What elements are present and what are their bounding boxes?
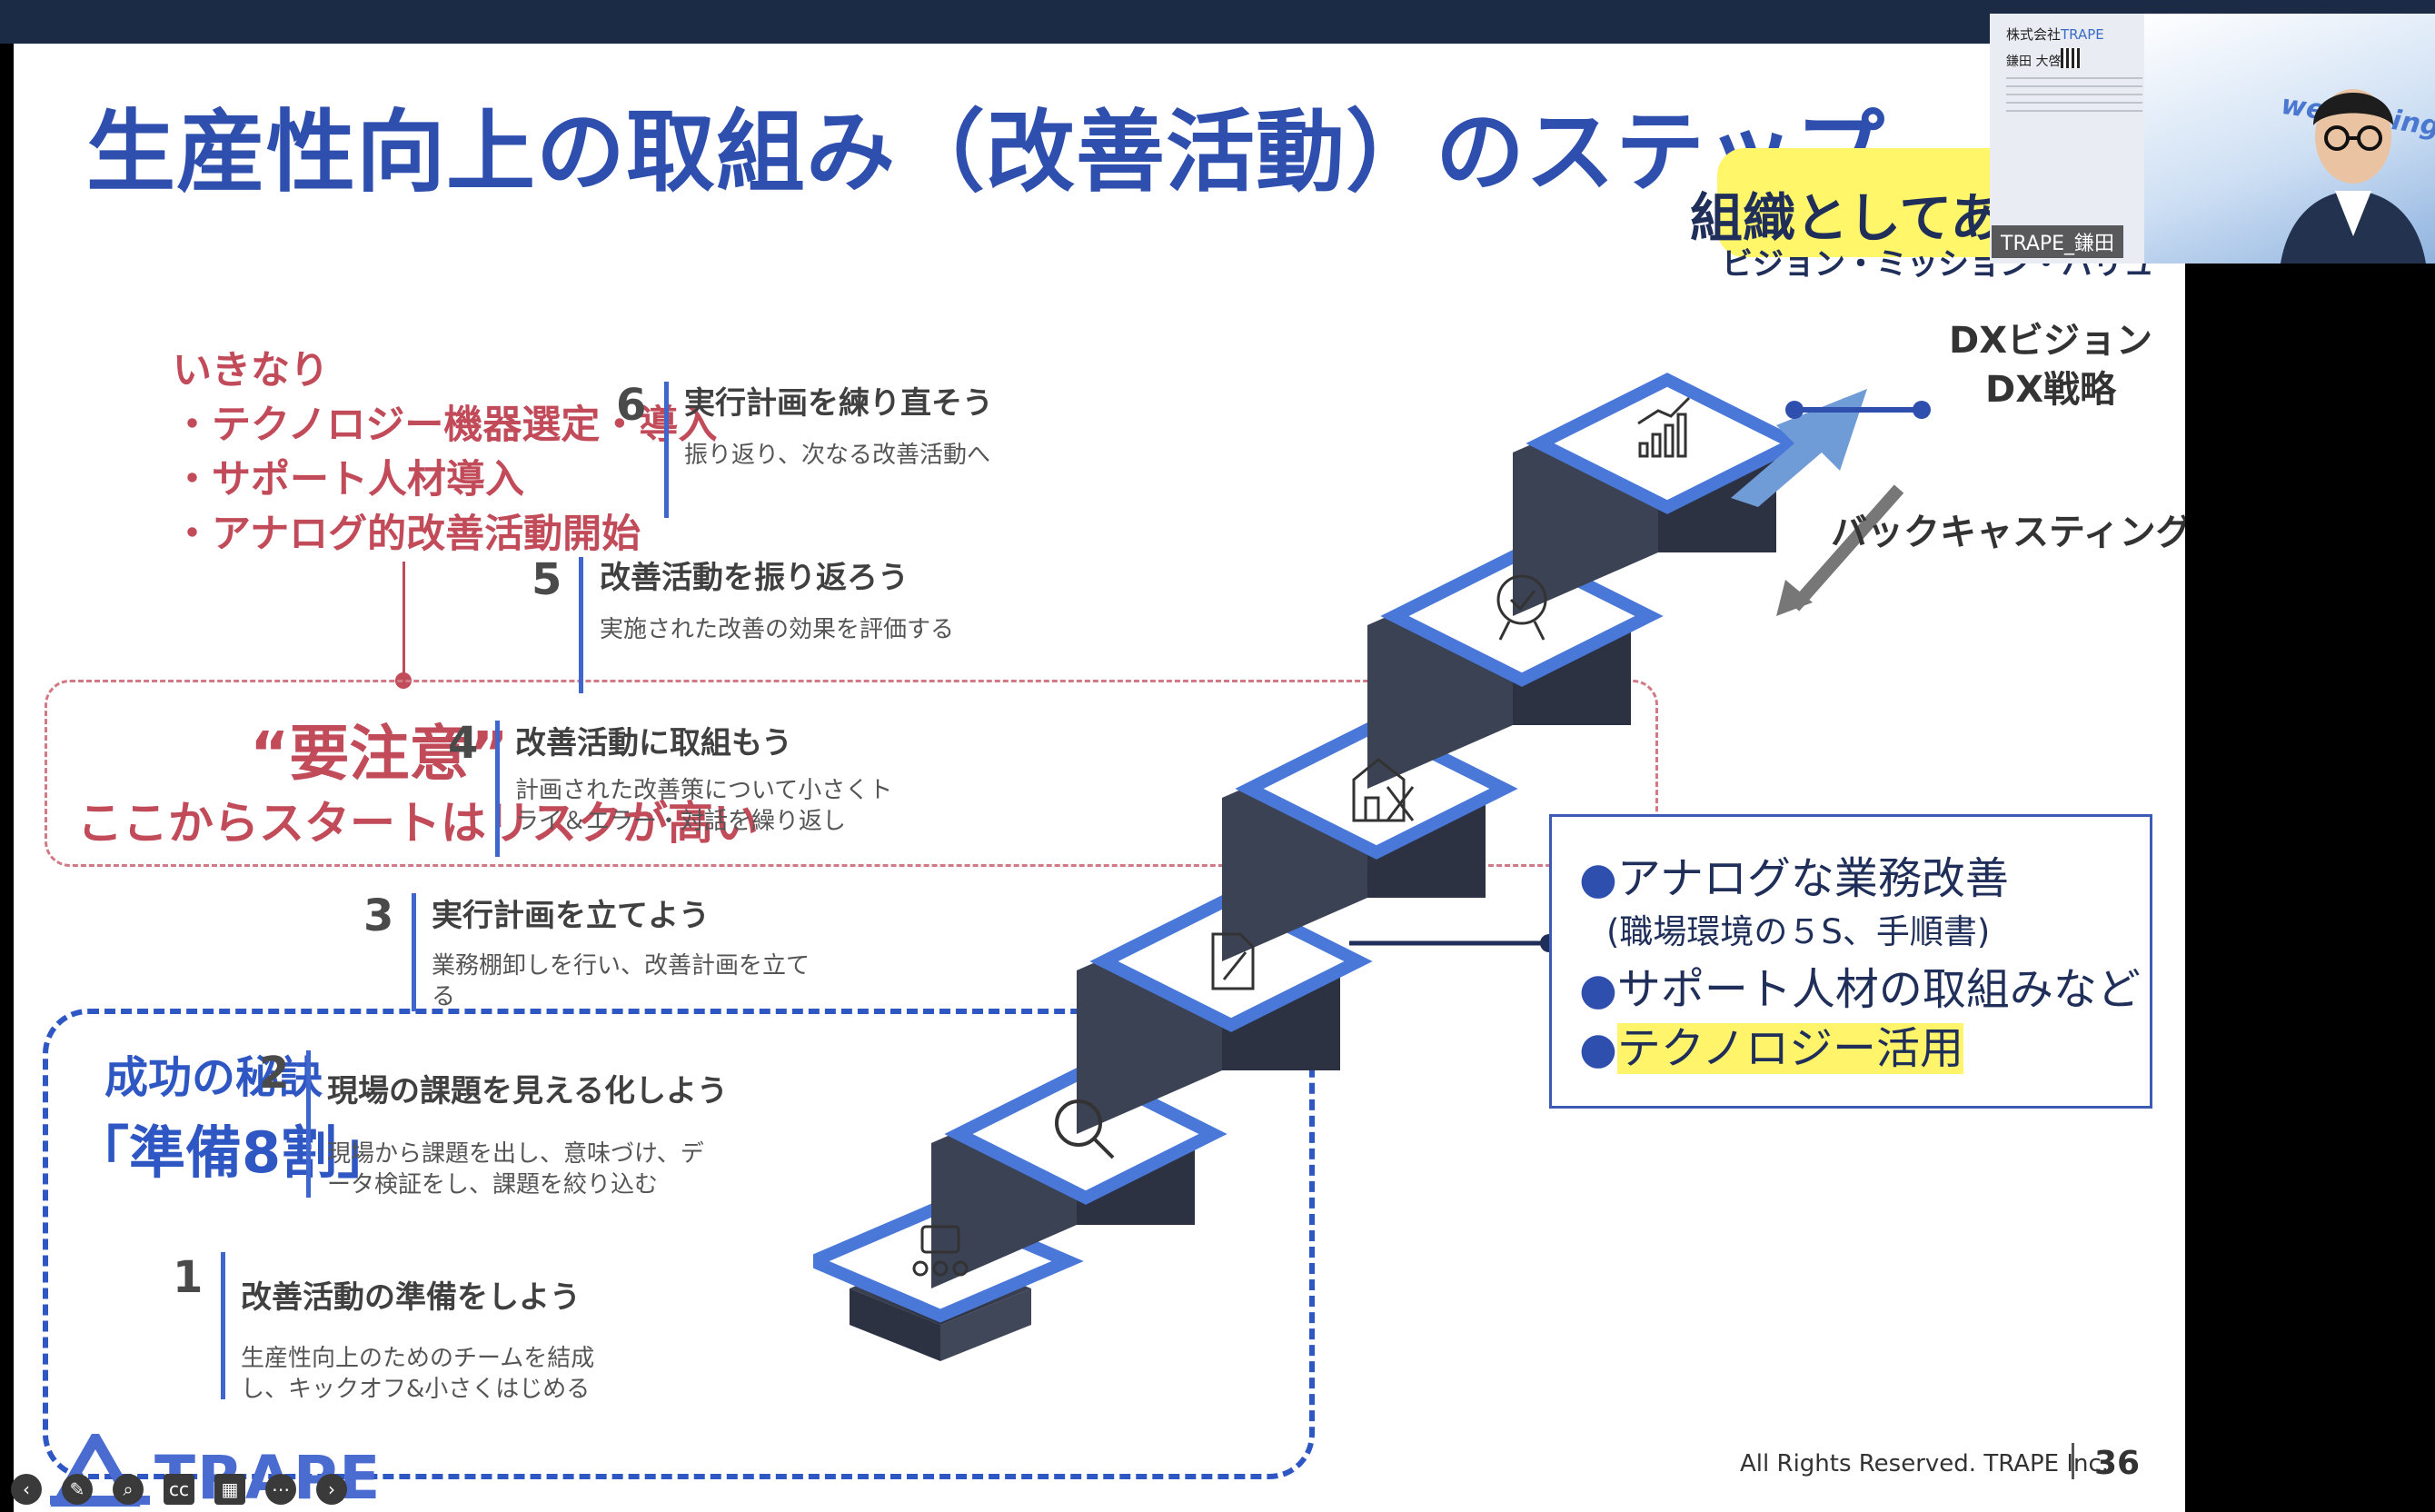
presenter-avatar — [2281, 89, 2426, 264]
caution-subtitle: ここからスタートはリスクが高い — [77, 797, 759, 850]
slide-title: 生産性向上の取組み（改善活動）のステップ — [86, 101, 1886, 204]
backcasting-label: バックキャスティング — [1831, 512, 2185, 553]
background-person-name: 鎌田 大啓 — [2006, 55, 2062, 69]
pen-icon[interactable]: ✎ — [62, 1474, 93, 1505]
step-description: 振り返り、次なる改善活動へ — [684, 442, 990, 469]
step-description: 計画された改善策について小さくトライ＆エラー・対話を繰り返し — [515, 777, 893, 835]
more-options-icon[interactable]: ⋯ — [265, 1474, 296, 1505]
success-secret-box — [43, 1009, 1315, 1479]
step-title: 実行計画を立てよう — [432, 898, 710, 934]
document-pen-icon — [1211, 932, 1255, 990]
warning-list: いきなり ・テクノロジー機器選定・導入 ・サポート人材導入 ・アナログ的改善活動… — [173, 343, 717, 562]
warning-connector — [403, 562, 405, 680]
step-title: 改善活動の準備をしよう — [241, 1279, 581, 1316]
step-description: 現場から課題を出し、意味づけ、データ検証をし、課題を絞り込む — [327, 1140, 704, 1199]
step-divider — [664, 382, 669, 518]
step-divider — [579, 557, 583, 693]
goal-arrow — [1731, 389, 1867, 507]
step-number: 5 — [532, 554, 562, 605]
step-divider — [495, 721, 500, 857]
info-connector — [1349, 934, 1558, 952]
success-secret-value: 「準備8割」 — [73, 1119, 394, 1186]
stair-step-5 — [1367, 545, 1664, 789]
background-company: 株式会社TRAPE — [2006, 26, 2104, 43]
warning-item: ・サポート人材導入 — [173, 457, 524, 502]
stair-step-6 — [1513, 373, 1809, 616]
dx-labels: DXビジョン DX戦略 — [1949, 316, 2152, 414]
page-number: 36 — [2094, 1445, 2141, 1482]
next-slide-icon[interactable]: › — [316, 1474, 347, 1505]
qr-code-icon — [2061, 48, 2081, 68]
warning-heading: いきなり — [173, 348, 329, 393]
captions-icon[interactable]: cc — [164, 1474, 194, 1505]
step-number: 2 — [259, 1048, 290, 1099]
trape-logo-icon — [50, 1434, 150, 1507]
step-title: 改善活動を振り返ろう — [600, 560, 909, 596]
growth-chart-icon — [1637, 396, 1691, 458]
staircase-diagram — [813, 373, 1867, 1361]
step-title: 現場の課題を見える化しよう — [327, 1073, 728, 1109]
page-separator — [2072, 1443, 2074, 1479]
caution-box — [45, 680, 1658, 867]
improvement-info-box: ●アナログな業務改善 (職場環境の５S、手順書) ●サポート人材の取組みなど ●… — [1549, 814, 2152, 1109]
info-item: ●サポート人材の取組みなど — [1579, 964, 2141, 1015]
step-divider — [306, 1050, 311, 1198]
dx-connector — [1776, 401, 1931, 616]
screen-margin — [2185, 264, 2435, 1512]
warning-item: ・アナログ的改善活動開始 — [173, 512, 641, 557]
step-title: 実行計画を練り直そう — [684, 385, 993, 422]
zoom-icon[interactable]: ⌕ — [113, 1474, 144, 1505]
slides-grid-icon[interactable]: ▦ — [214, 1474, 245, 1505]
goal-highlight — [1717, 148, 2026, 257]
info-item-detail: (職場環境の５S、手順書) — [1606, 912, 1991, 951]
previous-slide-icon[interactable]: ‹ — [11, 1474, 42, 1505]
dx-strategy: DX戦略 — [1985, 369, 2117, 411]
warning-item: ・テクノロジー機器選定・導入 — [173, 403, 718, 448]
step-number: 1 — [173, 1252, 204, 1303]
step-number: 3 — [363, 890, 394, 941]
copyright: All Rights Reserved. TRAPE Inc. — [1740, 1450, 2110, 1477]
slideshow-controls: ‹ ✎ ⌕ cc ▦ ⋯ › — [11, 1474, 347, 1505]
step-description: 実施された改善の効果を評価する — [600, 616, 955, 643]
caution-title: “要注意” — [250, 719, 509, 789]
magnifier-icon — [1055, 1099, 1115, 1159]
step-divider — [412, 893, 416, 1011]
step-description: 生産性向上のためのチームを結成し、キックオフ&小さくはじめる — [241, 1345, 595, 1403]
info-item: ●テクノロジー活用 — [1579, 1023, 1964, 1074]
step-number: 6 — [616, 380, 647, 431]
webcam-video-tile[interactable]: 株式会社TRAPE 鎌田 大啓 well-being — [1990, 14, 2435, 264]
info-item: ●アナログな業務改善 — [1579, 853, 2009, 904]
participant-name-tag: TRAPE_鎌田 — [1992, 225, 2124, 258]
success-secret-label: 成功の秘訣 — [104, 1052, 323, 1103]
dx-vision: DXビジョン — [1949, 320, 2153, 362]
step-number: 4 — [448, 718, 479, 769]
award-icon — [1496, 574, 1547, 641]
background-fine-print — [2006, 77, 2142, 117]
building-icon — [1352, 758, 1415, 822]
team-code-icon — [912, 1225, 969, 1277]
step-divider — [221, 1252, 225, 1399]
step-title: 改善活動に取組もう — [515, 725, 792, 761]
stair-step-4 — [1222, 718, 1518, 961]
step-description: 業務棚卸しを行い、改善計画を立てる — [432, 952, 810, 1010]
presentation-slide: 生産性向上の取組み（改善活動）のステップ いきなり ・テクノロジー機器選定・導入… — [14, 44, 2185, 1512]
